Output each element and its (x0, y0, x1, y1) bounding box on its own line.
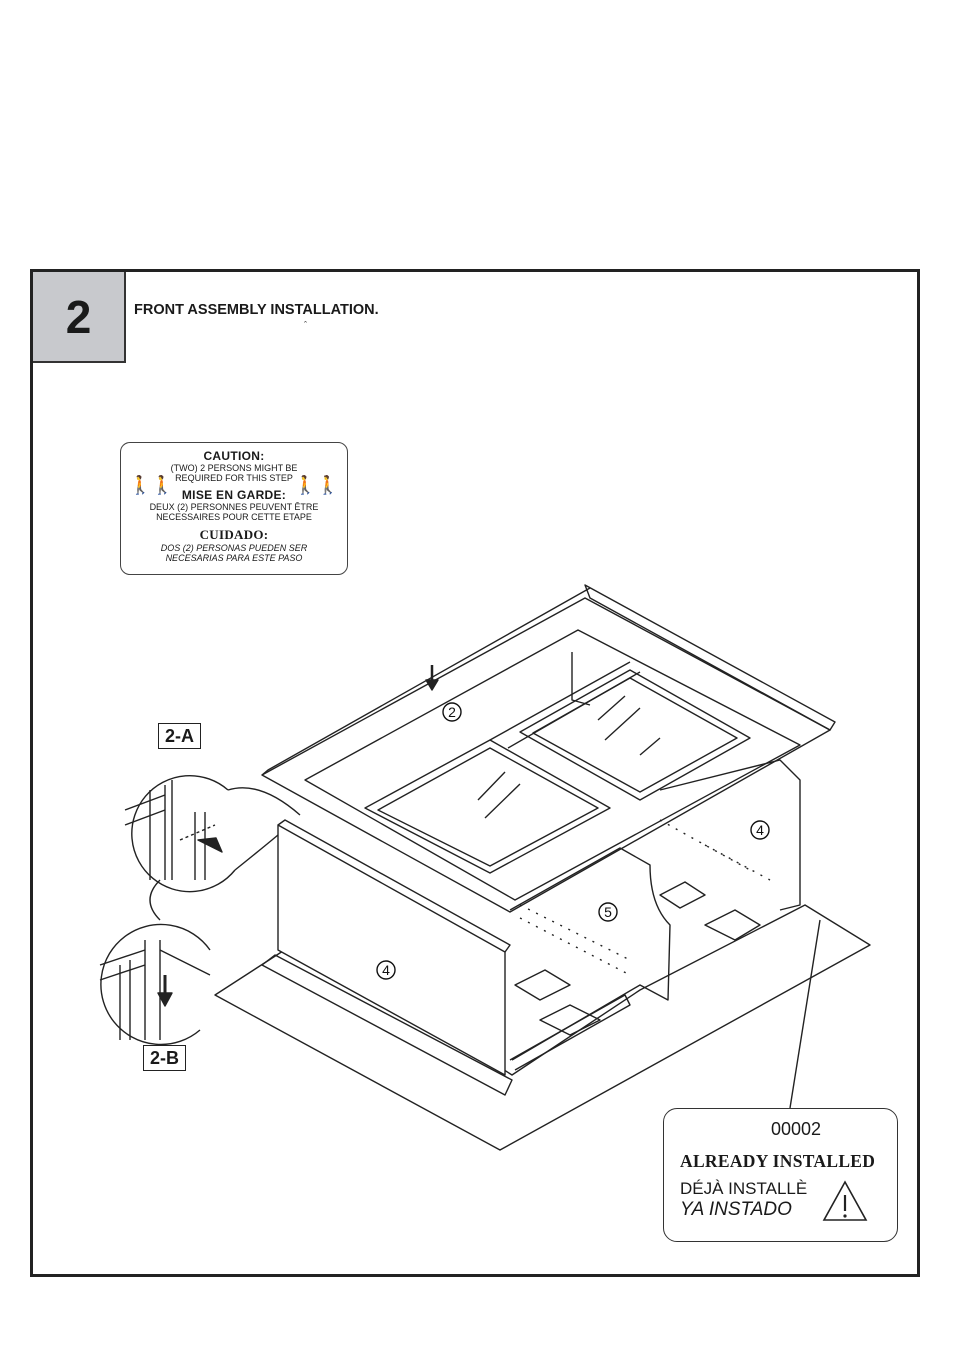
front-panel-left-4 (277, 824, 506, 1076)
caution-heading-en: CAUTION: (203, 449, 265, 463)
caution-heading-es: CUIDADO: (199, 527, 269, 542)
part-code: 00002 (771, 1119, 822, 1139)
caution-line: NECESSAIRES POUR CETTE ETAPE (156, 512, 312, 522)
caution-line: (TWO) 2 PERSONS MIGHT BE (170, 463, 298, 473)
detail-a-label: 2-A (158, 723, 202, 749)
detail-b-label: 2-B (143, 1045, 187, 1071)
part-4-right-number: 4 (756, 822, 764, 838)
stray-caret: ˆ (304, 320, 307, 330)
glass-panel-left (364, 739, 611, 874)
back-panel-right (659, 759, 801, 911)
caution-box: 🚶🚶 🚶🚶 CAUTION: (TWO) 2 PERSONS MIGHT BE … (120, 442, 348, 575)
two-persons-icon: 🚶🚶 (129, 475, 174, 495)
caution-line: NECESARIAS PARA ESTE PASO (165, 553, 303, 563)
step-frame: 2 FRONT ASSEMBLY INSTALLATION. ˆ 🚶🚶 🚶🚶 C… (30, 269, 920, 1277)
two-persons-icon: 🚶🚶 (294, 475, 339, 495)
step-title: FRONT ASSEMBLY INSTALLATION. (134, 302, 379, 318)
detail-b-circle (100, 923, 211, 1046)
already-installed-label: 00002 ALREADY INSTALLED DÉJÀ INSTALLÈ YA… (663, 1108, 898, 1242)
caution-line: DEUX (2) PERSONNES PEUVENT ÊTRE (149, 502, 319, 512)
installed-es: YA INSTADO (680, 1199, 792, 1220)
installed-fr: DÉJÀ INSTALLÈ (680, 1179, 808, 1198)
part-2-number: 2 (448, 704, 456, 720)
center-panel-5 (509, 847, 671, 1061)
glass-panel-right (519, 669, 751, 801)
step-number: 2 (33, 272, 126, 363)
caution-line: REQUIRED FOR THIS STEP (175, 473, 293, 483)
caution-heading-fr: MISE EN GARDE: (181, 488, 287, 502)
detail-a-circle (131, 774, 236, 893)
caution-line: DOS (2) PERSONAS PUEDEN SER (160, 543, 308, 553)
installed-en: ALREADY INSTALLED (680, 1151, 876, 1171)
part-5-number: 5 (604, 904, 612, 920)
part-4-left-number: 4 (382, 962, 390, 978)
warning-triangle-icon (822, 1180, 868, 1221)
